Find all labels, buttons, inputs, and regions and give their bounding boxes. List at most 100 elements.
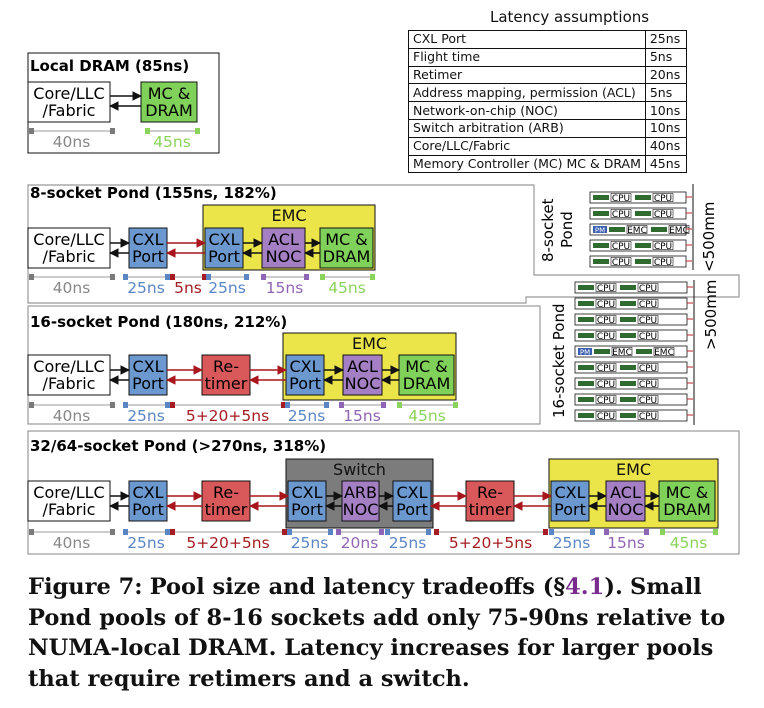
p16-acl-lat-end xyxy=(381,402,386,408)
rack16-server-4-chip-1: EMC xyxy=(612,348,632,358)
p32-switch-label: Switch xyxy=(333,460,386,479)
p32-retimer-2-lat-label: 5+20+5ns xyxy=(449,534,532,552)
caption-ref[interactable]: 4.1 xyxy=(565,574,605,600)
pond-diagram: Local DRAM (85ns)8-socket Pond (155ns, 1… xyxy=(27,52,740,555)
rack16-server-8-dimm-1 xyxy=(620,413,636,418)
p32-cxl-dev-lat-label: 25ns xyxy=(553,534,591,552)
p8-acl-lat-start xyxy=(261,274,266,280)
p32-retimer-1-label-2: timer xyxy=(205,500,248,519)
p8-acl-box xyxy=(261,227,306,269)
p32-cxl-host-lat-end xyxy=(165,529,170,535)
p32-retimer-2-lat-start xyxy=(434,529,439,535)
rack16-server-4-dimm-2 xyxy=(636,349,652,354)
local-mc-box xyxy=(140,81,198,123)
rack8-server-3-dimm-1 xyxy=(635,243,651,248)
p32-acl-lat-start xyxy=(604,529,609,535)
rack8-server-0-chipbox-0 xyxy=(610,193,632,202)
rack16-server-7-chip-1: CPU xyxy=(639,396,657,406)
p16-mc-label-2: DRAM xyxy=(403,374,451,393)
rack8-server-4-dimm-0 xyxy=(593,259,609,264)
p32-cxl-dev-label-1: CXL xyxy=(554,483,585,502)
rack8-label-2: Pond xyxy=(558,211,576,248)
p32-cxl-sw-in-label-1: CXL xyxy=(291,483,322,502)
panel-32-title: 32/64-socket Pond (>270ns, 318%) xyxy=(30,437,326,455)
p16-acl-box xyxy=(342,354,383,396)
p8-mc-lat-start xyxy=(320,274,325,280)
p32-core-label-2: /Fabric xyxy=(43,500,96,519)
p16-retimer-label-2: timer xyxy=(205,374,248,393)
p8-core-lat-start xyxy=(29,274,34,280)
rack16-server-2-dimm-1 xyxy=(620,317,636,322)
rack8-server-3-chipbox-1 xyxy=(652,241,674,250)
rack16-server-8-chipbox-0 xyxy=(595,411,617,420)
latency-value: 20ns xyxy=(644,65,687,85)
rack16-server-4-chip-2: EMC xyxy=(654,348,674,358)
p8-core: Core/LLC/Fabric xyxy=(27,227,111,269)
p16-cxl-host-lat-end xyxy=(165,402,170,408)
local-core-box xyxy=(27,81,111,123)
p8-cxl-host-label-1: CXL xyxy=(132,230,163,249)
p8-mc-lat-label: 45ns xyxy=(328,279,366,297)
p32-cxl-sw-out-box xyxy=(392,480,432,522)
p32-acl-box xyxy=(605,480,646,522)
p8-flight-lat-end xyxy=(202,274,207,280)
rack16-server-6-chip-1: CPU xyxy=(639,380,657,390)
rack8-server-2-dimm-1 xyxy=(609,227,625,232)
p16-retimer-lat-end xyxy=(281,402,286,408)
p16-core-label-2: /Fabric xyxy=(43,374,96,393)
p16-retimer-label-1: Re- xyxy=(213,357,239,376)
p32-mc-lat-label: 45ns xyxy=(670,534,708,552)
rack16-server-3-chip-1: CPU xyxy=(639,332,657,342)
p32-retimer-2: Re-timer xyxy=(465,480,515,522)
rack8-server-3-dimm-0 xyxy=(593,243,609,248)
latency-table-title: Latency assumptions xyxy=(490,8,650,26)
rack16-server-3-dimm-1 xyxy=(620,333,636,338)
p8-core-label-2: /Fabric xyxy=(43,247,96,266)
p32-cxl-host-lat-label: 25ns xyxy=(127,534,165,552)
panel-8 xyxy=(27,184,740,304)
p8-cxl-host-box xyxy=(128,227,168,269)
rack16-server-7-dimm-1 xyxy=(620,397,636,402)
rack8-server-3-chip-0: CPU xyxy=(612,242,630,252)
p32-retimer-1-box xyxy=(201,480,251,522)
latency-label: Memory Controller (MC) MC & DRAM xyxy=(408,154,646,174)
p32-mc-label-1: MC & xyxy=(666,483,709,502)
p16-cxl-host-label-1: CXL xyxy=(132,357,163,376)
rack8-server-0-chip-0: CPU xyxy=(612,194,630,204)
p32-mc: MC &DRAM xyxy=(658,480,716,522)
rack16-server-2-chip-0: CPU xyxy=(597,316,615,326)
p32-retimer-1-lat-end xyxy=(282,529,287,535)
rack16-server-7-dimm-0 xyxy=(578,397,594,402)
local-core-label-1: Core/LLC xyxy=(33,84,104,103)
rack8-server-1-chip-0: CPU xyxy=(612,210,630,220)
rack16-server-1-dimm-1 xyxy=(620,301,636,306)
p32-retimer-2-label-2: timer xyxy=(469,500,512,519)
rack8-server-0-dimm-0 xyxy=(593,195,609,200)
p32-mc-lat-start xyxy=(660,529,665,535)
p16-cxl-dev-lat-start xyxy=(285,402,290,408)
p32-cxl-sw-out-lat-label: 25ns xyxy=(389,534,427,552)
rack16-server-7-chipbox-0 xyxy=(595,395,617,404)
p32-acl-lat-label: 15ns xyxy=(607,534,645,552)
rack8-server-2-chipbox-1 xyxy=(626,225,648,234)
rack8-label-1: 8-socket xyxy=(539,198,557,262)
p32-emc-label: EMC xyxy=(616,460,651,479)
p32-cxl-dev-lat-start xyxy=(549,529,554,535)
p32-cxl-sw-in-lat-start xyxy=(287,529,292,535)
p32-retimer-1-lat-start xyxy=(170,529,175,535)
local-mc-lat-start xyxy=(145,128,150,134)
p8-flight-lat-start xyxy=(170,274,175,280)
p8-cxl-host-lat-start xyxy=(123,274,128,280)
p8-cxl-dev-lat-start xyxy=(206,274,211,280)
rack16-server-2-chipbox-0 xyxy=(595,315,617,324)
latency-value: 25ns xyxy=(644,30,687,49)
